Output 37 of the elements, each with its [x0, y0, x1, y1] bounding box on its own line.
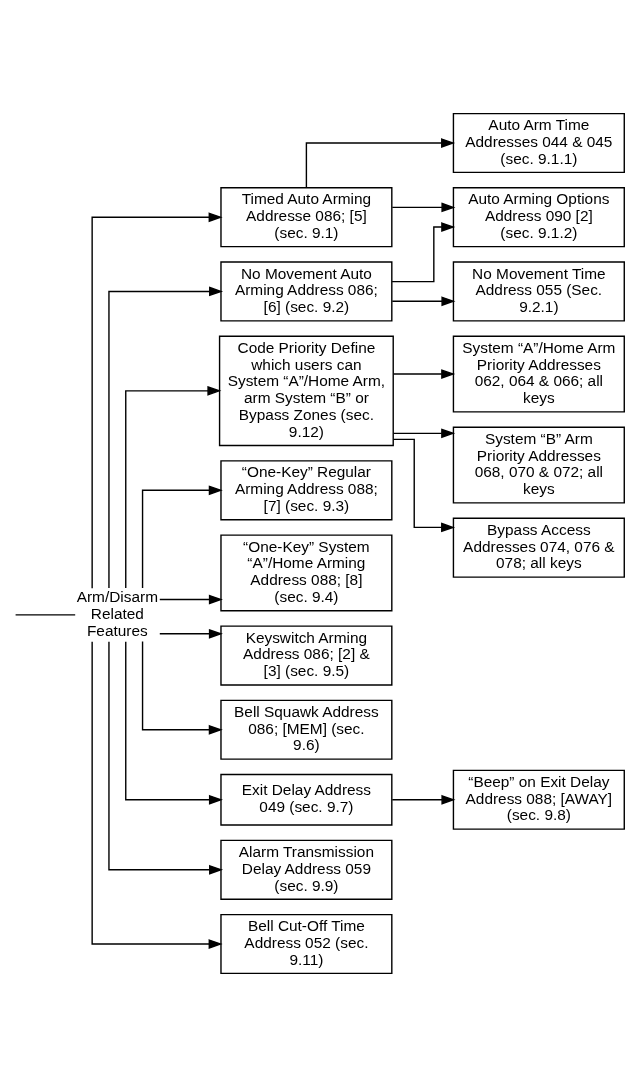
arrow	[125, 640, 223, 805]
arrow	[392, 427, 456, 438]
node-box: Auto Arm Time Addresses 044 & 045 (sec. 9.1.1)	[452, 112, 625, 173]
arrow	[108, 640, 224, 875]
node-box: Keyswitch Arming Address 086; [2] & [3] (sec. 9.5)	[220, 624, 393, 686]
arrow	[159, 594, 223, 604]
arrow	[305, 137, 456, 188]
arrow	[391, 221, 456, 282]
arrow	[391, 794, 456, 805]
arrow	[392, 438, 456, 532]
node-box: System “A”/Home Arm Priority Addresses 062, 064 & 066; all keys	[452, 335, 625, 413]
node-box: System “B” Arm Priority Addresses 068, 070 & 072; all keys	[452, 426, 625, 504]
arrow	[159, 628, 223, 639]
node-box: No Movement Auto Arming Address 086; [6] (sec. 9.2)	[220, 260, 393, 322]
node-text: Arm/Disarm Related Features	[76, 587, 158, 639]
node-box: Exit Delay Address 049 (sec. 9.7)	[220, 773, 393, 826]
arrow	[391, 202, 456, 212]
node-box: Code Priority Define which users can System “A”/Home Arm, arm System “B” or Bypass Zones (sec. 9.12)	[218, 335, 394, 446]
arrow	[391, 295, 456, 306]
arrow	[125, 385, 222, 589]
arrow	[91, 640, 223, 949]
node-box: Bell Cut-Off Time Address 052 (sec. 9.11)	[220, 913, 393, 974]
node-box: Bell Squawk Address 086; [MEM] (sec. 9.6)	[220, 699, 393, 760]
node-box: “Beep” on Exit Delay Address 088; [AWAY] (sec. 9.8)	[452, 769, 625, 830]
arrow	[91, 211, 223, 589]
node-box: “One-Key” System “A”/Home Arming Address 088; [8] (sec. 9.4)	[220, 533, 393, 611]
node-box: No Movement Time Address 055 (Sec. 9.2.1)	[452, 260, 625, 322]
arrow	[141, 640, 223, 735]
node-box: Bypass Access Addresses 074, 076 & 078; all keys	[452, 517, 625, 578]
node-box: Timed Auto Arming Addresse 086; [5] (sec. 9.1)	[220, 186, 393, 247]
node-box: “One-Key” Regular Arming Address 088; [7] (sec. 9.3)	[220, 459, 393, 520]
arrow	[141, 484, 223, 589]
node-box: Alarm Transmission Delay Address 059 (sec. 9.9)	[220, 839, 393, 900]
node-box: Auto Arming Options Address 090 [2] (sec. 9.1.2)	[452, 186, 625, 247]
arrow	[108, 286, 224, 589]
arrow	[392, 368, 456, 379]
connector	[14, 613, 76, 616]
